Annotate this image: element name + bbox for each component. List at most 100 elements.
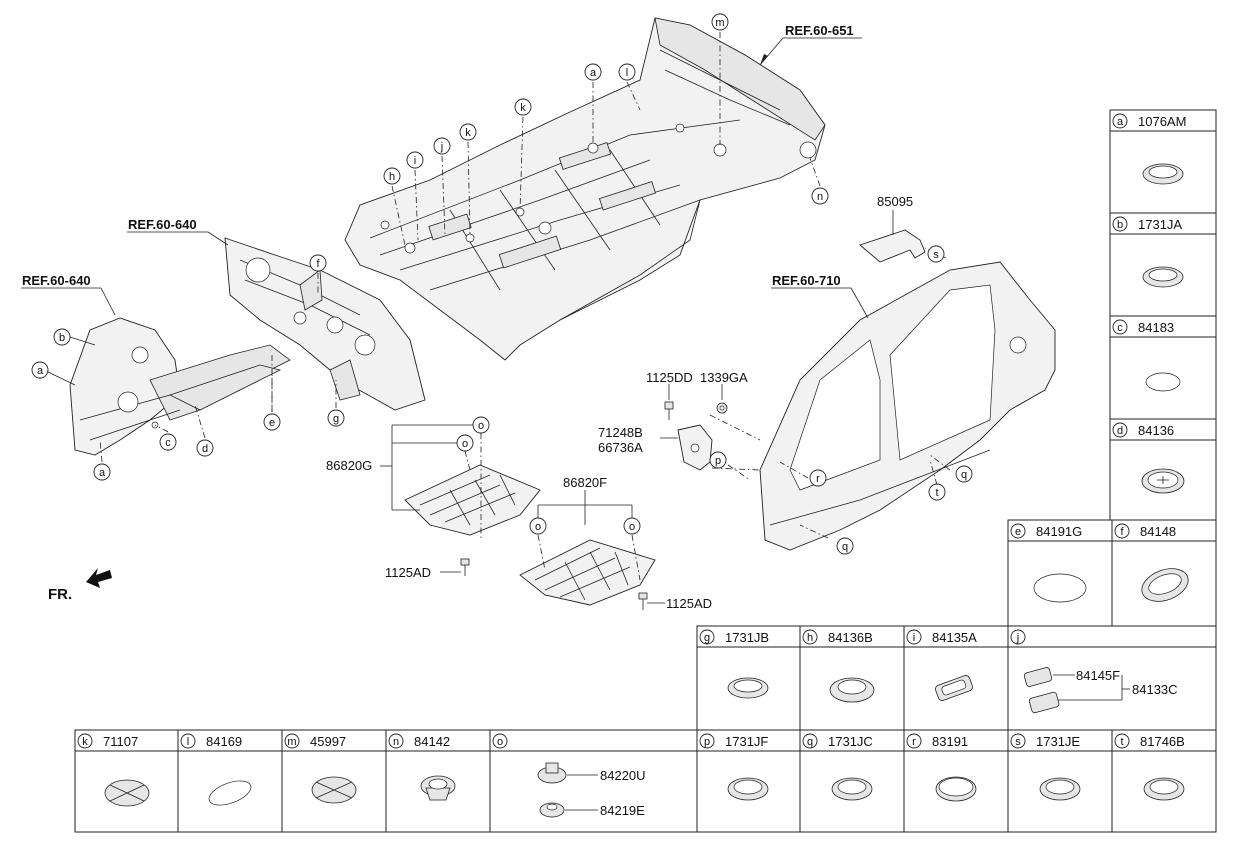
under-cover-86820g: [404, 464, 541, 536]
label-85095: 85095: [877, 194, 913, 209]
legend-part-number: 1731JA: [1138, 217, 1182, 232]
leader-lines: [21, 32, 951, 604]
callout-letter: s: [933, 249, 939, 261]
label-1339ga: 1339GA: [700, 370, 748, 385]
bolt-1125dd: [664, 401, 674, 420]
legend-letter: b: [1117, 219, 1123, 231]
callout-b1: b: [53, 328, 71, 346]
legend-letter: r: [912, 736, 916, 748]
callout-letter: r: [816, 473, 820, 485]
front-label: FR.: [48, 586, 72, 603]
callout-circle: [584, 63, 602, 81]
legend-letter-circle: [802, 733, 818, 749]
callout-letter: p: [715, 455, 721, 467]
legend-part-number: 1731JF: [725, 734, 768, 749]
dash-panel: [224, 237, 426, 411]
legend-part-number: 71107: [103, 734, 138, 749]
plug-71107-icon: [104, 779, 150, 807]
callout-circle: [53, 328, 71, 346]
callout-circle: [327, 409, 345, 427]
callout-d1: d: [196, 439, 214, 457]
callout-letter: i: [414, 155, 416, 167]
legend-letter-circle: [802, 629, 818, 645]
label-1125ad-1: 1125AD: [385, 565, 431, 580]
callout-letter: k: [520, 102, 526, 114]
legend-part-number: 1731JC: [828, 734, 873, 749]
callout-letter: a: [590, 67, 597, 79]
pad-83191-icon: [935, 776, 977, 802]
legend-letter-circle: [906, 629, 922, 645]
cover-45997-icon: [311, 776, 357, 804]
callout-n1: n: [811, 187, 829, 205]
pad-85095: [859, 229, 926, 263]
callout-circle: [406, 151, 424, 169]
bracket-71248b: [677, 424, 713, 471]
callout-letter: m: [715, 17, 724, 29]
label-84219e: 84219E: [600, 803, 645, 818]
front-arrow-icon: [86, 568, 112, 588]
callout-letter: q: [961, 469, 967, 481]
under-cover-86820f: [519, 539, 656, 606]
callout-o1: o: [472, 416, 490, 434]
ref-60-710: REF.60-710: [772, 273, 841, 288]
callout-circle: [928, 483, 946, 501]
legend-part-number: 1731JE: [1036, 734, 1080, 749]
legend-letter: l: [187, 736, 189, 748]
legend-letter-circle: [1010, 733, 1026, 749]
nut-1339ga: [716, 402, 728, 414]
callout-letter: f: [316, 258, 320, 270]
plug-84145f-icon: [1023, 667, 1130, 714]
callout-letter: o: [478, 420, 484, 432]
callout-letter: o: [629, 521, 635, 533]
callout-circle: [472, 416, 490, 434]
grommet-1731ja-icon: [1142, 266, 1184, 288]
callout-p1: p: [709, 451, 727, 469]
legend-letter: d: [1117, 425, 1123, 437]
callout-letter: a: [99, 467, 106, 479]
callout-s1: s: [927, 245, 945, 263]
floor-panel: [344, 17, 826, 361]
legend-part-number: 45997: [310, 734, 346, 749]
legend-letter-circle: [1114, 733, 1130, 749]
grommet-1731je-icon: [1039, 777, 1081, 801]
legend-letter-circle: [77, 733, 93, 749]
legend-letter-circle: [180, 733, 196, 749]
callout-k1: k: [514, 98, 532, 116]
callout-a3: a: [31, 361, 49, 379]
callout-j1: j: [433, 137, 451, 155]
callout-circle: [459, 123, 477, 141]
callout-circle: [709, 451, 727, 469]
ref-60-640-lower: REF.60-640: [22, 273, 91, 288]
label-84220u: 84220U: [600, 768, 646, 783]
callout-circle: [809, 469, 827, 487]
legend-letter-circle: [1010, 523, 1026, 539]
legend-header-k: k 71107: [77, 733, 138, 749]
callout-circle: [711, 13, 729, 31]
callout-circle: [836, 537, 854, 555]
legend-part-number: 84135A: [932, 630, 977, 645]
front-side-member: [69, 317, 291, 456]
plug-84148-icon: [1141, 568, 1189, 602]
label-86820g: 86820G: [326, 458, 372, 473]
front-direction-indicator: FR.: [48, 568, 112, 603]
callout-circle: [196, 439, 214, 457]
label-84133c: 84133C: [1132, 682, 1178, 697]
legend-letter-circle: [1112, 422, 1128, 438]
legend-part-number: 1076AM: [1138, 114, 1186, 129]
legend-part-number: 84142: [414, 734, 450, 749]
pad-84169-icon: [208, 780, 252, 806]
callout-o4: o: [623, 517, 641, 535]
callout-circle: [955, 465, 973, 483]
callout-circle: [514, 98, 532, 116]
legend-letter-circle: [284, 733, 300, 749]
callout-i1: i: [406, 151, 424, 169]
callout-letter: b: [59, 332, 65, 344]
callout-l1: l: [618, 63, 636, 81]
legend-letter-circle: [1112, 216, 1128, 232]
legend-letter: k: [82, 736, 88, 748]
